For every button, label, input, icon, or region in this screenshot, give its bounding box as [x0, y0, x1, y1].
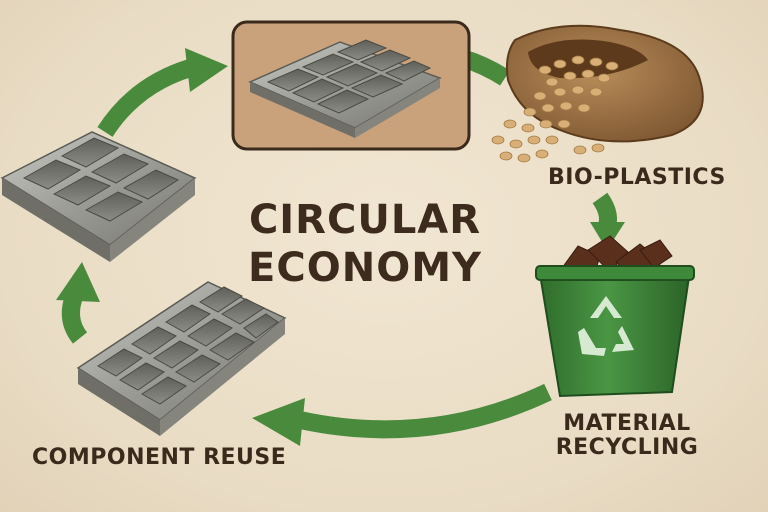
title-line-1: CIRCULAR: [248, 197, 482, 243]
recycle-icon: [578, 296, 634, 356]
arrow-to-top: [97, 59, 193, 137]
title-line-2: ECONOMY: [248, 245, 482, 291]
component-reuse-label: COMPONENT REUSE: [32, 445, 287, 470]
arrow-to-reuse: [298, 383, 552, 439]
material-recycling-line-1: MATERIAL: [563, 411, 691, 436]
material-recycling-line-2: RECYCLING: [555, 435, 699, 461]
material-recycling-label: MATERIAL RECYCLING: [552, 411, 702, 461]
recycling-bin-icon: [535, 235, 695, 398]
arrow-heads: [56, 48, 625, 446]
bottom-tray-icon: [76, 281, 287, 436]
grain-sack-icon: [491, 24, 704, 163]
diagram-title: CIRCULAR ECONOMY: [245, 196, 485, 292]
featured-tray-panel: [231, 20, 471, 151]
bio-plastics-label: BIO-PLASTICS: [548, 165, 726, 190]
left-tray-icon: [0, 131, 197, 262]
featured-tray-icon: [248, 39, 442, 138]
